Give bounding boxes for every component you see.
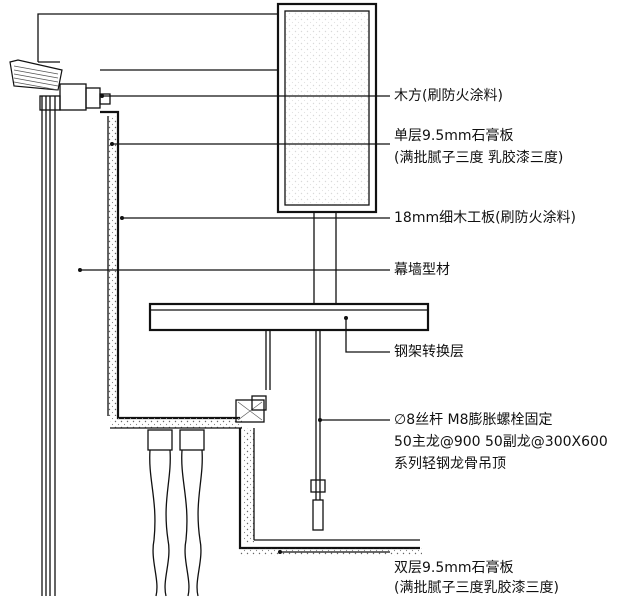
- vertical-board: [100, 110, 242, 429]
- label-gypsum-single: 单层9.5mm石膏板: [394, 127, 514, 144]
- downlights: [147, 429, 205, 597]
- label-gypsum-double-finish: (满批腻子三度乳胶漆三度): [394, 579, 559, 596]
- curtain-wall-profile: [39, 95, 61, 596]
- label-gypsum-single-finish: (满批腻子三度 乳胶漆三度): [394, 149, 563, 166]
- top-frame: [37, 13, 278, 71]
- label-hanger-rod: ∅8丝杆 M8膨胀螺栓固定: [394, 411, 553, 428]
- label-gypsum-double: 双层9.5mm石膏板: [394, 559, 514, 576]
- label-wood-strip: 木方(刷防火涂料): [394, 88, 503, 104]
- label-light-steel-ceiling: 系列轻钢龙骨吊顶: [394, 456, 506, 472]
- label-keel-spacing: 50主龙@900 50副龙@300X600: [394, 434, 608, 450]
- label-blockboard: 18mm细木工板(刷防火涂料): [394, 210, 576, 226]
- steel-tube: [276, 2, 378, 214]
- box-hangers: [313, 212, 337, 304]
- leader-lines: [78, 94, 390, 554]
- ceiling-hangers: [265, 330, 326, 531]
- steel-frame-beam: [148, 302, 430, 332]
- label-steel-frame: 钢架转换层: [394, 343, 464, 360]
- label-curtain-wall: 幕墙型材: [394, 262, 450, 278]
